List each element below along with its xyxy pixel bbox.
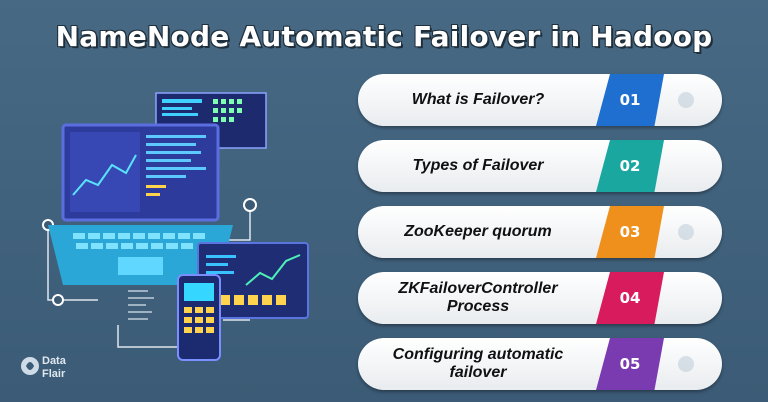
dataflair-logo: Data Flair [21, 355, 67, 380]
dataflair-watermark-icon [678, 92, 694, 108]
topic-item-3: ZooKeeper quorum 03 [358, 206, 722, 258]
dataflair-watermark-icon [678, 224, 694, 240]
topic-item-1: What is Failover? 01 [358, 74, 722, 126]
dataflair-watermark-icon [678, 356, 694, 372]
topic-label: ZooKeeper quorum [404, 223, 552, 240]
topic-item-2: Types of Failover 02 [358, 140, 722, 192]
page-title: NameNode Automatic Failover in Hadoop [55, 20, 713, 53]
topic-label: Configuring automatic failover [392, 346, 564, 381]
svg-text:Flair: Flair [42, 368, 66, 380]
number-badge: 03 [596, 206, 664, 258]
devices-illustration [42, 92, 309, 361]
topic-label: What is Failover? [411, 91, 545, 108]
number-badge: 02 [596, 140, 664, 192]
topic-label: ZKFailoverController Process [398, 280, 558, 315]
topic-item-4: ZKFailoverController Process 04 [358, 272, 722, 324]
number-badge: 04 [596, 272, 664, 324]
topic-item-5: Configuring automatic failover 05 [358, 338, 722, 390]
number-badge: 05 [596, 338, 664, 390]
svg-text:Data: Data [42, 355, 67, 367]
topic-label: Types of Failover [412, 157, 544, 174]
number-badge: 01 [596, 74, 664, 126]
